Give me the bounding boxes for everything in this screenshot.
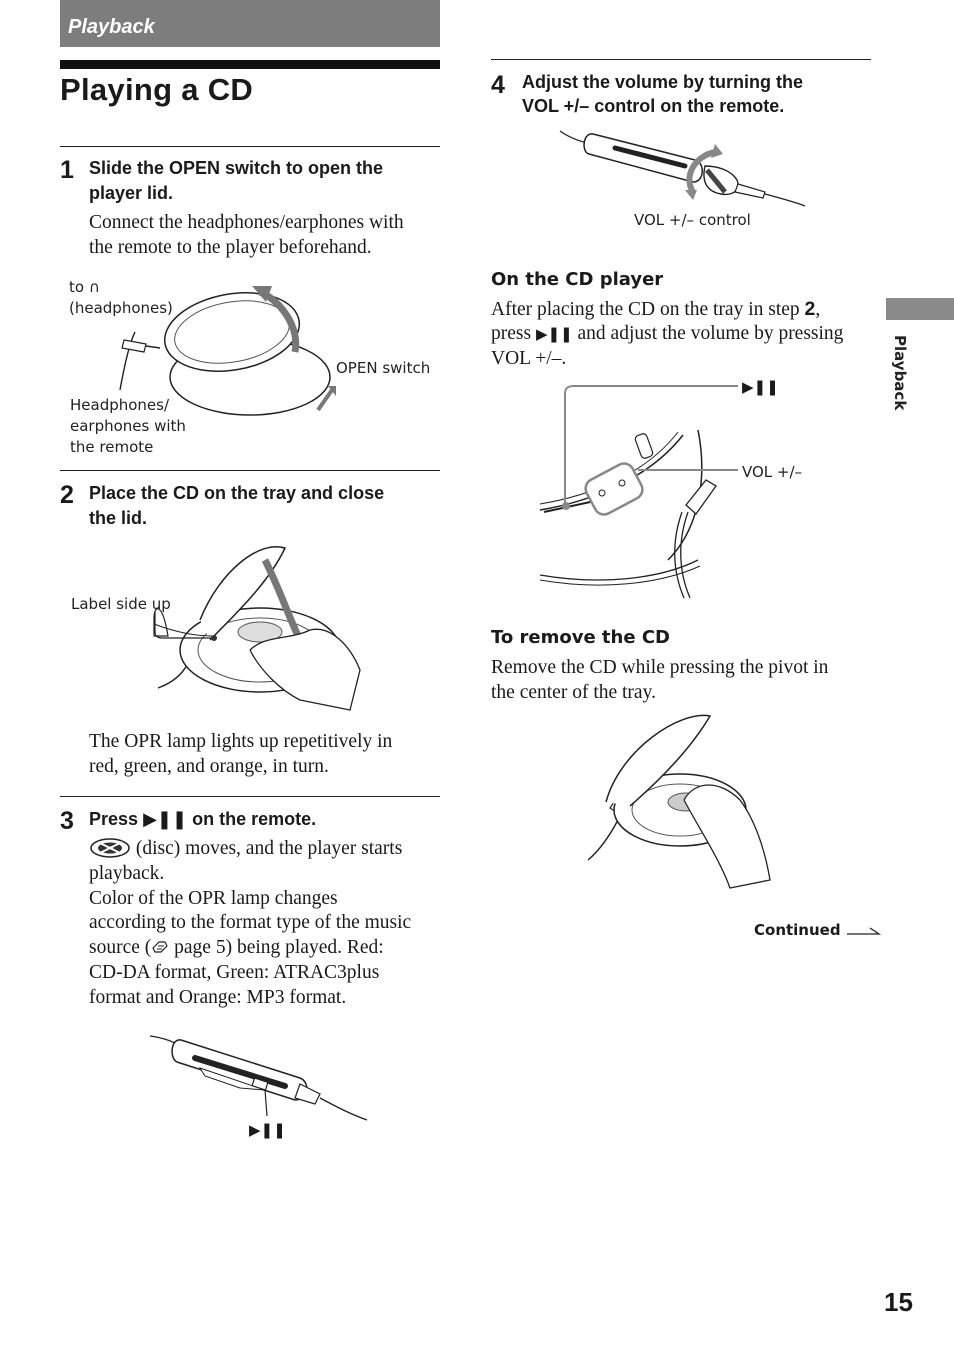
step2-number: 2 bbox=[60, 481, 74, 509]
step3-number: 3 bbox=[60, 807, 74, 835]
player-play-pause-label: ▶❚❚ bbox=[742, 378, 779, 396]
step2-body-line2: red, green, and orange, in turn. bbox=[89, 756, 329, 777]
step1-body-line2: the remote to the player beforehand. bbox=[89, 237, 372, 258]
label-vol: VOL +/– bbox=[742, 463, 803, 481]
label-to-headphones: to ∩ bbox=[69, 277, 100, 298]
on-cd-player-heading: On the CD player bbox=[491, 269, 664, 290]
step3-body-line1: (disc) moves, and the player starts bbox=[89, 836, 402, 861]
on-cd-player-line3: VOL +/–. bbox=[491, 348, 567, 369]
disc-icon bbox=[90, 838, 130, 858]
step1-heading-line1: Slide the OPEN switch to open the bbox=[89, 158, 384, 178]
remote-illustration bbox=[149, 1035, 368, 1121]
headphones-icon: ∩ bbox=[88, 278, 100, 296]
cd-player-buttons-illustration bbox=[539, 385, 738, 599]
step3-rule bbox=[60, 796, 440, 797]
section-header: Playback bbox=[60, 0, 440, 47]
continued-label: Continued bbox=[754, 921, 882, 939]
side-tab bbox=[886, 298, 954, 320]
page-title: Playing a CD bbox=[60, 72, 254, 107]
step1-body-line1: Connect the headphones/earphones with bbox=[89, 212, 404, 233]
remove-cd-line1: Remove the CD while pressing the pivot i… bbox=[491, 657, 829, 678]
step4-heading-line2: VOL +/– control on the remote. bbox=[522, 96, 785, 116]
step2-rule bbox=[60, 470, 440, 471]
on-cd-player-text1c: , bbox=[815, 299, 821, 320]
step4-rule bbox=[491, 59, 871, 60]
label-headphones-line2: earphones with bbox=[70, 417, 186, 435]
step3-body-text1: (disc) moves, and the player starts bbox=[135, 838, 403, 859]
step3-body-line7: format and Orange: MP3 format. bbox=[89, 987, 347, 1008]
step3-body-line2: playback. bbox=[89, 863, 165, 884]
step2-illustration bbox=[153, 546, 361, 711]
title-rule bbox=[60, 60, 440, 69]
step3-heading-suffix: on the remote. bbox=[192, 809, 317, 829]
remove-cd-illustration bbox=[587, 714, 771, 889]
step1-number: 1 bbox=[60, 156, 74, 184]
on-cd-player-text2a: press bbox=[491, 323, 532, 344]
label-label-side-up: Label side up bbox=[71, 595, 171, 613]
on-cd-player-step-ref: 2 bbox=[804, 298, 816, 320]
remove-cd-heading: To remove the CD bbox=[491, 627, 670, 648]
page-reference-icon bbox=[152, 941, 168, 953]
step3-heading-prefix: Press bbox=[89, 809, 139, 829]
step4-heading-line1: Adjust the volume by turning the bbox=[522, 72, 804, 92]
step3-body-line4: according to the format type of the musi… bbox=[89, 912, 412, 933]
label-vol-control: VOL +/– control bbox=[634, 211, 751, 229]
remote-play-pause-label: ▶❚❚ bbox=[249, 1121, 286, 1139]
label-headphones-paren: (headphones) bbox=[69, 299, 173, 317]
continued-arrow-icon bbox=[846, 927, 881, 935]
on-cd-player-line1: After placing the CD on the tray in step… bbox=[491, 297, 820, 322]
label-open-switch: OPEN switch bbox=[336, 359, 431, 377]
step3-body-line3: Color of the OPR lamp changes bbox=[89, 888, 338, 909]
step3-body-line6: CD-DA format, Green: ATRAC3plus bbox=[89, 962, 380, 983]
step3-body-text5a: source ( bbox=[89, 937, 152, 958]
step1-illustration bbox=[119, 286, 336, 416]
step1-heading-line2: player lid. bbox=[89, 183, 174, 203]
step2-body-line1: The OPR lamp lights up repetitively in bbox=[89, 731, 393, 752]
on-cd-player-text2b: and adjust the volume by pressing bbox=[577, 323, 844, 344]
play-pause-symbol: ▶❚❚ bbox=[143, 809, 188, 830]
label-side-leader-line bbox=[154, 612, 217, 641]
step3-heading: Press ▶❚❚ on the remote. bbox=[89, 807, 316, 832]
step4-number: 4 bbox=[491, 71, 505, 99]
on-cd-player-line2: press ▶❚❚ and adjust the volume by press… bbox=[491, 321, 843, 347]
on-cd-player-text1a: After placing the CD on the tray in step bbox=[491, 299, 800, 320]
remove-cd-line2: the center of the tray. bbox=[491, 682, 656, 703]
label-headphones-line1: Headphones/ bbox=[70, 396, 170, 414]
side-tab-label: Playback bbox=[891, 335, 909, 411]
step2-heading-line2: the lid. bbox=[89, 508, 147, 528]
on-cd-player-play-symbol: ▶❚❚ bbox=[535, 325, 573, 343]
step2-heading-line1: Place the CD on the tray and close bbox=[89, 483, 385, 503]
step3-body-line5: source ( page 5) being played. Red: bbox=[89, 935, 384, 960]
section-label: Playback bbox=[68, 16, 155, 38]
label-headphones-line3: the remote bbox=[70, 438, 154, 456]
step3-body-text5b: page 5) being played. Red: bbox=[174, 937, 384, 958]
step1-rule bbox=[60, 146, 440, 147]
vol-control-illustration bbox=[559, 130, 806, 207]
continued-text: Continued bbox=[754, 921, 841, 939]
label-to: to bbox=[69, 278, 85, 296]
page-number: 15 bbox=[884, 1287, 913, 1317]
